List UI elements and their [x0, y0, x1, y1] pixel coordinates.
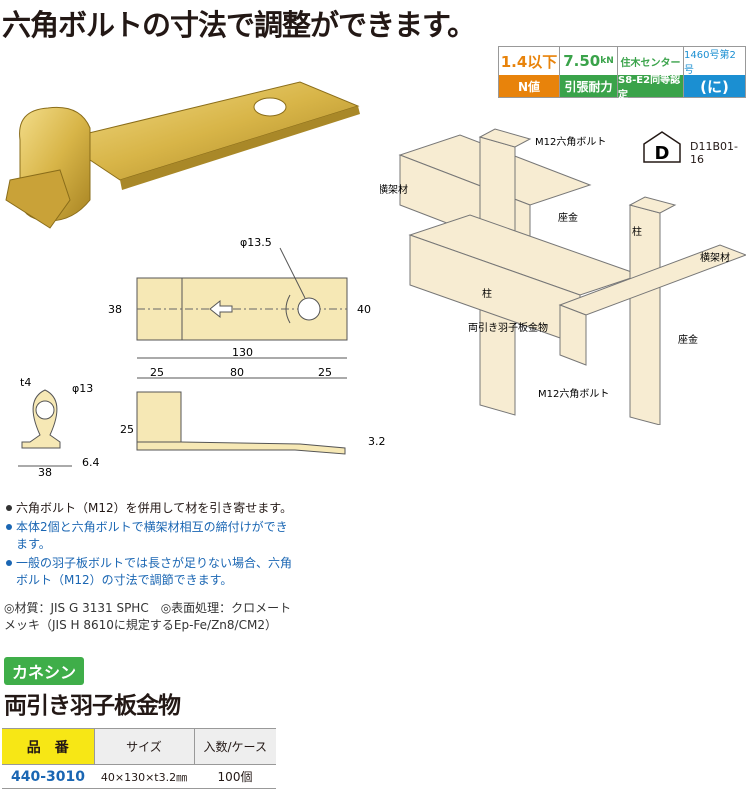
label-t4: t4	[20, 376, 31, 389]
label-38b: 38	[38, 466, 52, 479]
label-130: 130	[232, 346, 253, 359]
label-hashira-left: 柱	[482, 287, 492, 300]
cell-size: 40×130×t3.2㎜	[94, 764, 194, 789]
header-size: サイズ	[93, 728, 194, 765]
label-bolt-top: M12六角ボルト	[535, 136, 606, 148]
label-hashira-right: 柱	[632, 225, 642, 238]
spec-n-value: 1.4以下 N値	[499, 47, 559, 97]
product-name: 両引き羽子板金物	[4, 693, 181, 719]
brand-label: カネシン	[4, 657, 85, 685]
feature-list: 六角ボルト（M12）を併用して材を引き寄せます。 本体2個と六角ボルトで横架材相…	[6, 500, 296, 591]
code-letter: D	[655, 143, 670, 164]
label-80: 80	[230, 366, 244, 379]
label-32: 3.2	[368, 435, 386, 448]
label-zagane-top: 座金	[558, 211, 578, 224]
assembly-drawing: M12六角ボルト 横架材 座金 柱 両引き羽子板金物 柱 横架材 座金 M12六…	[380, 128, 746, 425]
page-title: 六角ボルトの寸法で調整ができます。	[2, 8, 476, 42]
dimension-drawing: φ13.5 38 40 130 25 80 25 25 3.2 t4 φ13 3…	[18, 236, 386, 479]
label-25a: 25	[150, 366, 164, 379]
label-phi13: φ13	[72, 382, 93, 395]
label-phi135: φ13.5	[240, 236, 272, 249]
spec-certification: 住木センター S8-E2同等認定	[617, 47, 683, 101]
code-d-icon: D	[643, 131, 681, 164]
spec-notice: 1460号第2号 (に)	[683, 47, 745, 97]
label-38a: 38	[108, 303, 122, 316]
cell-part-number: 440-3010	[2, 764, 94, 789]
header-quantity: 入数/ケース	[193, 728, 276, 765]
feature-item: 本体2個と六角ボルトで横架材相互の締付けができます。	[6, 519, 296, 553]
label-40: 40	[357, 303, 371, 316]
label-yokogai-left: 横架材	[380, 183, 408, 196]
header-part-number: 品 番	[2, 728, 94, 765]
product-photo	[5, 81, 360, 229]
feature-item: 一般の羽子板ボルトでは長さが足りない場合、六角ボルト（M12）の寸法で調節できま…	[6, 555, 296, 589]
label-25b: 25	[318, 366, 332, 379]
label-yokogai-right: 横架材	[700, 251, 730, 264]
label-bolt-bottom: M12六角ボルト	[538, 388, 609, 400]
feature-item: 六角ボルト（M12）を併用して材を引き寄せます。	[6, 500, 296, 517]
product-code: D11B01-16	[690, 140, 738, 166]
label-64: 6.4	[82, 456, 100, 469]
table-row: 440-3010 40×130×t3.2㎜ 100個	[2, 764, 276, 789]
material-note: ◎材質：JIS G 3131 SPHC ◎表面処理：クロメートメッキ（JIS H…	[4, 601, 292, 632]
cell-quantity: 100個	[194, 764, 276, 789]
label-zagane-bottom: 座金	[678, 333, 698, 346]
label-hardware: 両引き羽子板金物	[468, 321, 548, 334]
product-table: 品 番 サイズ 入数/ケース 440-3010 40×130×t3.2㎜ 100…	[2, 728, 276, 789]
label-25c: 25	[120, 423, 134, 436]
